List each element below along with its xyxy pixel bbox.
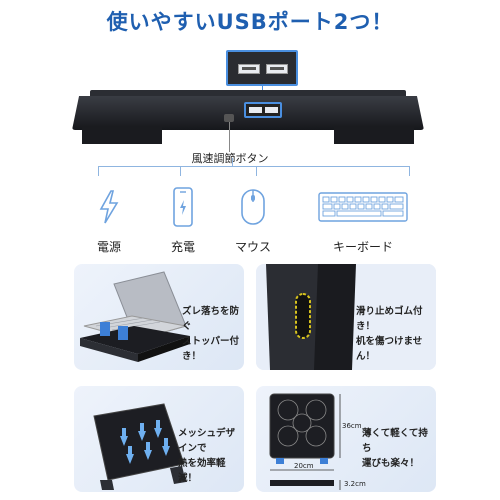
usage-mouse: マウス [208, 184, 298, 255]
rubber-caption: 滑り止めゴム付き！ 机を傷つけません！ [356, 304, 436, 364]
caption-line: 机を傷つけません！ [356, 336, 423, 362]
light-caption: 薄くて軽くて持ち 運びも楽々！ [362, 426, 436, 471]
usage-charge: 充電 [138, 184, 228, 255]
width-dimension: 20cm [294, 462, 314, 470]
speed-button-label: 風速調節ボタン [191, 152, 269, 165]
stopper-panel: ズレ落ちを防ぐ ストッパー付き！ [74, 264, 244, 370]
mesh-caption: メッシュデザインで 熱を効率軽減！ [178, 426, 244, 486]
bracket-tick [180, 166, 181, 176]
bracket-stem [232, 158, 233, 166]
caption-line: ストッパー付き！ [182, 336, 240, 362]
caption-line: 熱を効率軽減！ [178, 458, 226, 484]
caption-line: ズレ落ちを防ぐ [182, 306, 240, 332]
cooler-foot [334, 126, 414, 144]
mesh-airflow-illustration [93, 403, 186, 490]
stand-closeup-illustration [256, 264, 436, 370]
cooler-top-view-illustration [269, 393, 341, 490]
usage-label: 電源 [96, 240, 121, 254]
caption-line: 薄くて軽くて持ち [362, 428, 428, 454]
height-dimension: 36cm [342, 422, 362, 430]
usage-label: マウス [234, 240, 271, 254]
smartphone-icon [138, 184, 228, 230]
usb-port-zoom [226, 50, 298, 86]
usb-port-icon [266, 64, 288, 74]
lightning-icon [64, 184, 154, 230]
cooler-foot [82, 126, 162, 144]
dimensions-panel: 36cm 20cm 3.2cm 薄くて軽くて持ち 運びも楽々！ [256, 386, 436, 492]
laptop-on-cooler-illustration [80, 271, 190, 362]
cooler-surface [90, 90, 406, 100]
usage-bracket [98, 166, 410, 176]
knob-pointer [229, 122, 230, 152]
usage-keyboard: キーボード [308, 184, 418, 255]
caption-line: 運びも楽々！ [362, 458, 420, 469]
caption-line: メッシュデザインで [178, 428, 236, 454]
caption-line: 滑り止めゴム付き！ [356, 306, 423, 332]
speed-knob-icon [224, 114, 234, 122]
mesh-panel: メッシュデザインで 熱を効率軽減！ [74, 386, 244, 492]
usage-label: 充電 [170, 240, 195, 254]
bracket-tick [256, 166, 257, 176]
page-title: 使いやすいUSBポート2つ！ [106, 10, 394, 34]
mouse-icon [208, 184, 298, 230]
cooler-front-view [0, 44, 500, 174]
thickness-dimension: 3.2cm [344, 480, 366, 488]
keyboard-icon [308, 184, 418, 230]
stopper-caption: ズレ落ちを防ぐ ストッパー付き！ [182, 304, 244, 364]
usage-label: キーボード [332, 240, 393, 254]
usage-power: 電源 [64, 184, 154, 255]
usb-port-icon [238, 64, 260, 74]
usb-ports [244, 102, 282, 118]
rubber-panel: 滑り止めゴム付き！ 机を傷つけません！ [256, 264, 436, 370]
